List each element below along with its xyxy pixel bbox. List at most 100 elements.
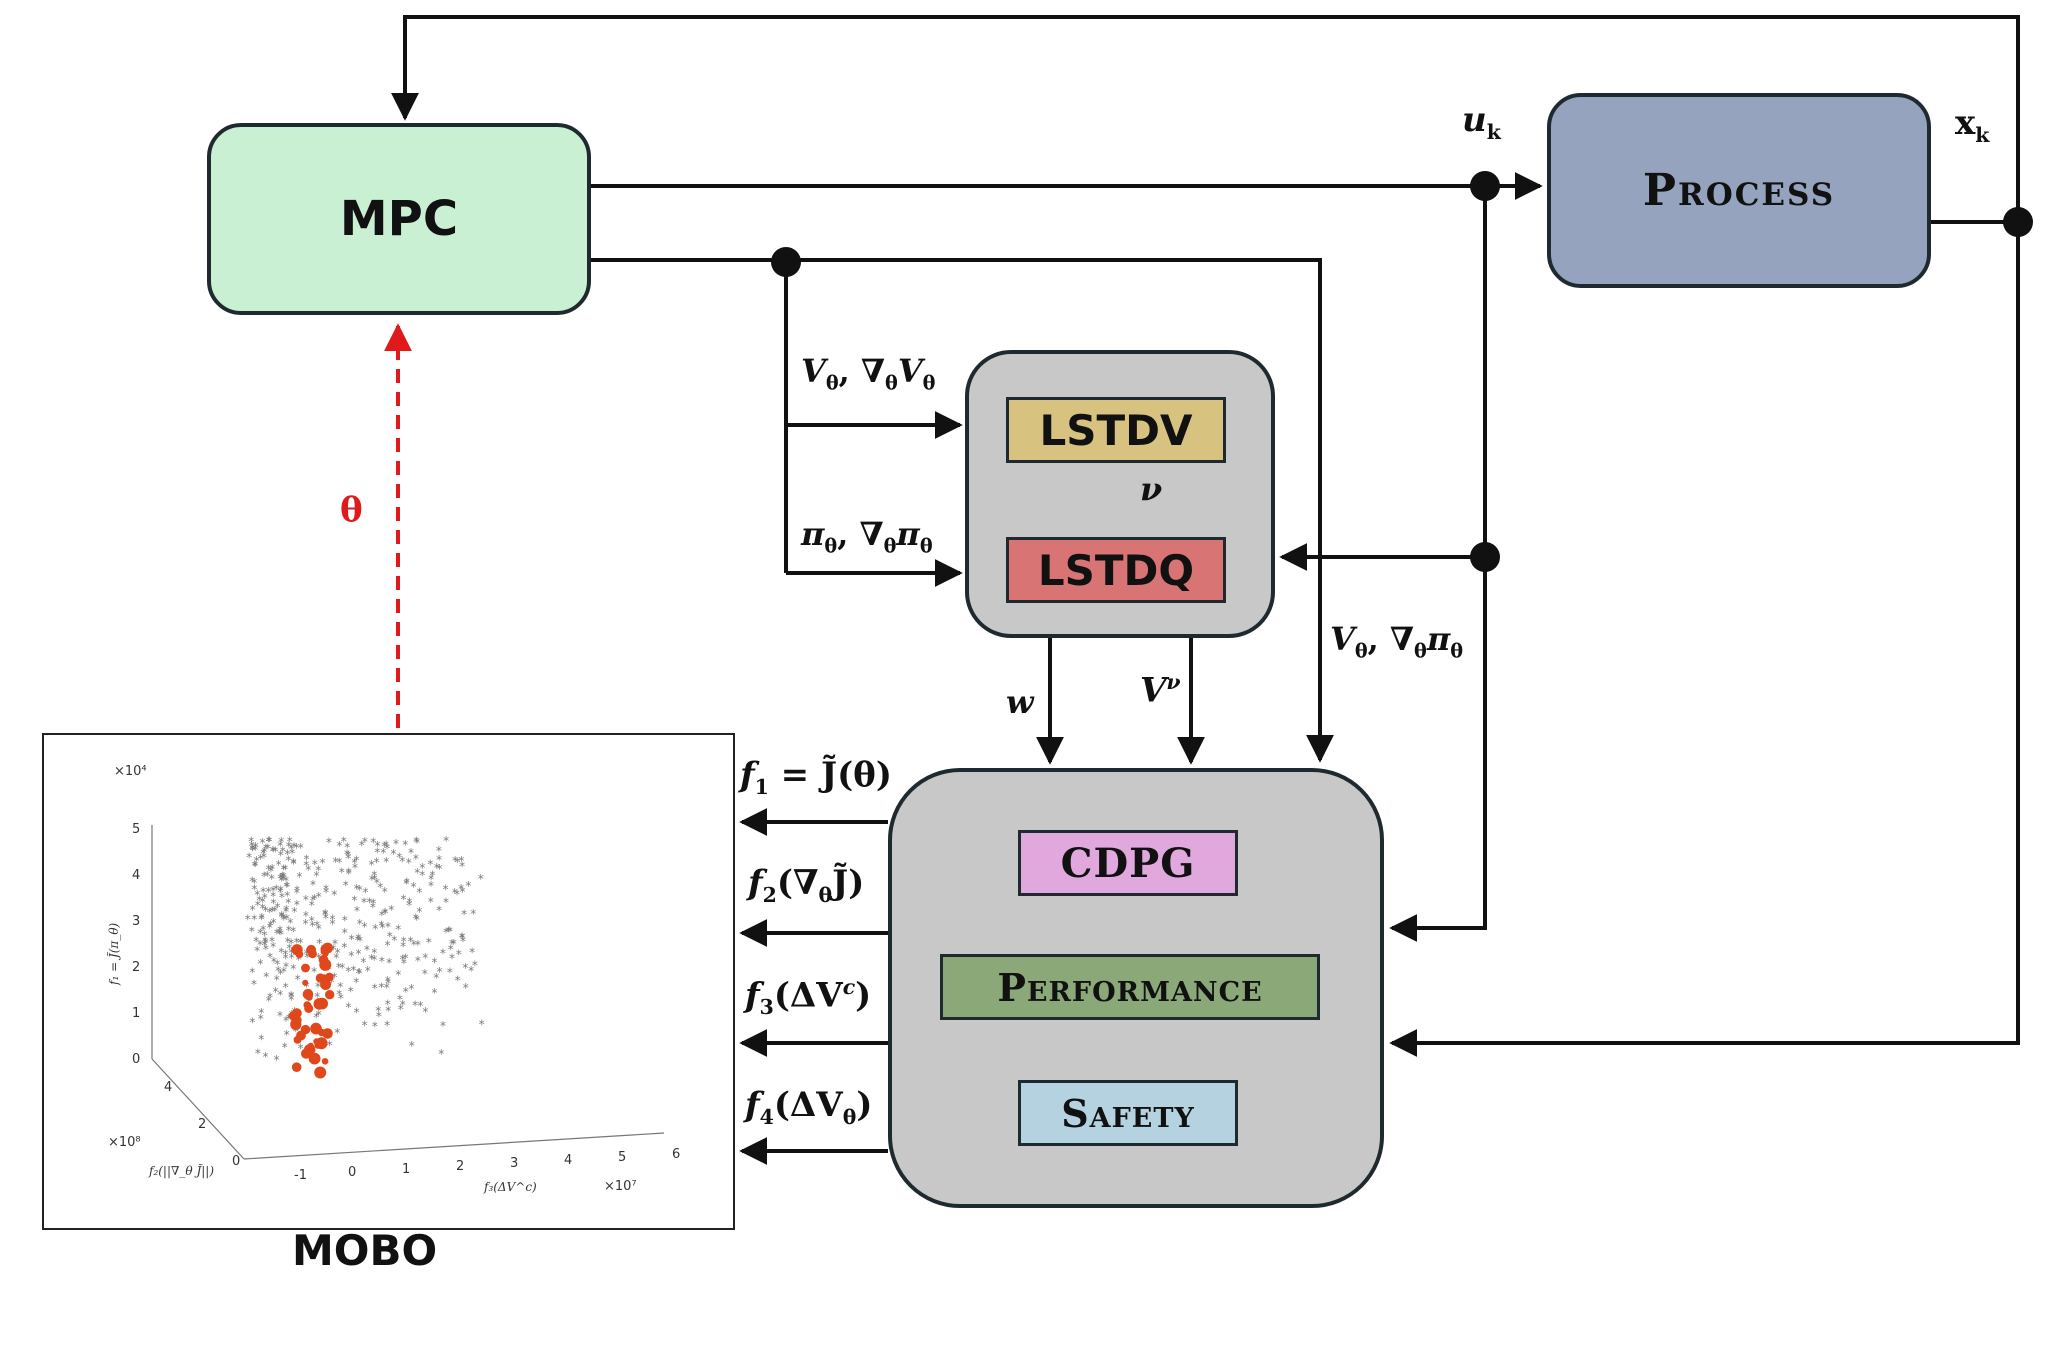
sample-point: * (459, 860, 465, 874)
sample-point: * (478, 872, 484, 886)
sample-point: * (267, 906, 273, 920)
sample-point: * (349, 932, 355, 946)
pi-grad-pi-label: πθ, ∇θπθ (801, 515, 933, 558)
sample-point: * (275, 901, 281, 915)
sample-point: * (315, 980, 321, 994)
sample-point: * (291, 905, 297, 919)
sample-point: * (283, 880, 289, 894)
performance-block: Performance (940, 954, 1320, 1020)
sample-point: * (438, 1047, 444, 1061)
sample-point: * (327, 1039, 333, 1053)
sample-point: * (312, 892, 318, 906)
sample-point: * (258, 852, 264, 866)
sample-point: * (269, 905, 275, 919)
sample-point: * (283, 981, 289, 995)
sample-point: * (462, 961, 468, 975)
pareto-point (301, 963, 310, 973)
sample-point: * (374, 846, 380, 860)
sample-point: * (251, 882, 257, 896)
sample-point: * (280, 873, 286, 887)
sample-point: * (472, 958, 478, 972)
sample-point: * (406, 899, 412, 913)
sample-point: * (403, 877, 409, 891)
sample-point: * (414, 836, 420, 850)
sample-point: * (346, 867, 352, 881)
sample-point: * (271, 916, 277, 930)
sample-point: * (304, 951, 310, 965)
sample-point: * (429, 869, 435, 883)
x-tick-label: 1 (402, 1162, 410, 1177)
sample-point: * (458, 854, 464, 868)
sample-point: * (365, 964, 371, 978)
sample-point: * (303, 859, 309, 873)
sample-point: * (288, 842, 294, 856)
sample-point: * (249, 839, 255, 853)
sample-point: * (391, 847, 397, 861)
y-tick-label: 2 (198, 1117, 206, 1132)
pareto-point (292, 1015, 302, 1025)
sample-point: * (401, 956, 407, 970)
sample-point: * (354, 854, 360, 868)
sample-point: * (260, 885, 266, 899)
sample-point: * (456, 948, 462, 962)
sample-point: * (378, 981, 384, 995)
sample-point: * (372, 982, 378, 996)
sample-point: * (282, 947, 288, 961)
sample-point: * (329, 976, 335, 990)
sample-point: * (263, 1050, 269, 1064)
z-tick-label: 3 (132, 914, 140, 929)
sample-point: * (255, 1046, 261, 1060)
sample-point: * (434, 861, 440, 875)
sample-point: * (250, 843, 256, 857)
sample-point: * (294, 936, 300, 950)
sample-point: * (449, 952, 455, 966)
sample-point: * (345, 849, 351, 863)
sample-point: * (479, 1017, 485, 1031)
sample-point: * (290, 962, 296, 976)
sample-point: * (280, 845, 286, 859)
sample-point: * (419, 869, 425, 883)
lstdq-label: LSTDQ (1037, 545, 1195, 595)
sample-point: * (267, 951, 273, 965)
sample-point: * (270, 884, 276, 898)
sample-point: * (250, 903, 256, 917)
cdpg-block: CDPG (1018, 830, 1238, 896)
x-tick-label: 6 (672, 1147, 680, 1162)
sample-point: * (344, 841, 350, 855)
sample-point: * (384, 981, 390, 995)
lstdq-block: LSTDQ (1006, 537, 1226, 603)
sample-point: * (470, 907, 476, 921)
sample-point: * (385, 939, 391, 953)
sample-point: * (436, 904, 442, 918)
z-tick-label: 1 (132, 1006, 140, 1021)
sample-point: * (284, 889, 290, 903)
sample-point: * (274, 1053, 280, 1067)
sample-point: * (411, 880, 417, 894)
sample-point: * (400, 952, 406, 966)
sample-point: * (399, 855, 405, 869)
f1-label: f1 = J̃(θ) (740, 755, 892, 799)
sample-point: * (376, 1010, 382, 1024)
sample-point: * (309, 898, 315, 912)
sample-point: * (257, 938, 263, 952)
sample-point: * (417, 999, 423, 1013)
sample-point: * (277, 1009, 283, 1023)
pareto-point (302, 988, 314, 1000)
sample-point: * (314, 918, 320, 932)
sample-point: * (374, 876, 380, 890)
sample-point: * (258, 1032, 264, 1046)
sample-point: * (272, 845, 278, 859)
process-block: Process (1547, 93, 1931, 288)
sample-point: * (279, 871, 285, 885)
sample-point: * (380, 846, 386, 860)
sample-point: * (283, 903, 289, 917)
sample-point: * (304, 852, 310, 866)
sample-point: * (339, 866, 345, 880)
sample-point: * (455, 973, 461, 987)
sample-point: * (409, 1039, 415, 1053)
sample-point: * (443, 883, 449, 897)
sample-point: * (270, 940, 276, 954)
sample-point: * (469, 945, 475, 959)
sample-point: * (278, 883, 284, 897)
